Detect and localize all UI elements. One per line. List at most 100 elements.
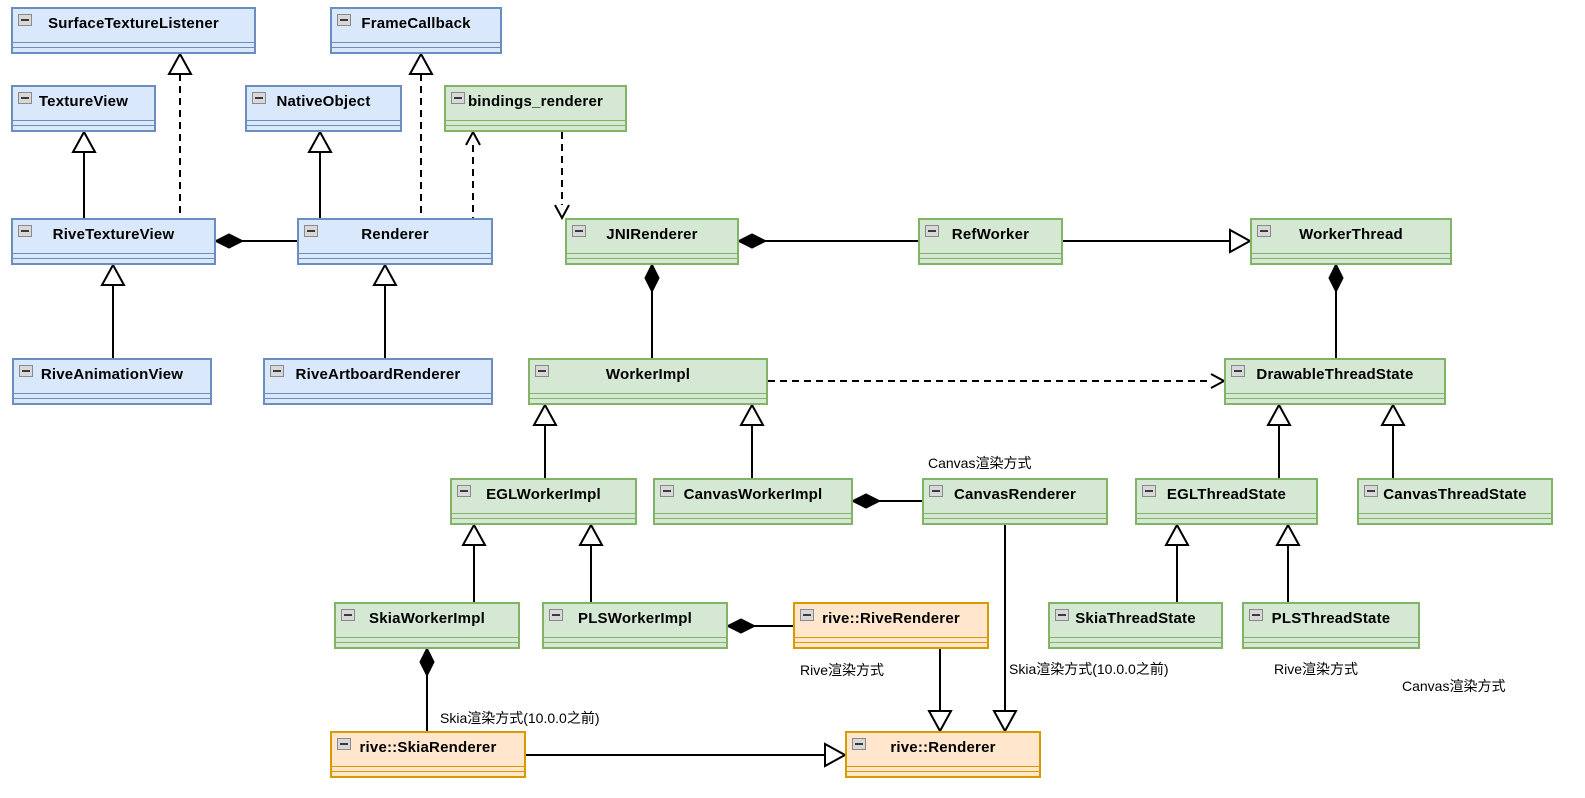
class-node-WorkerThread[interactable]: WorkerThread <box>1250 218 1452 265</box>
collapse-icon[interactable] <box>252 92 266 104</box>
class-name-label: bindings_renderer <box>467 93 604 110</box>
class-node-SkiaWorkerImpl[interactable]: SkiaWorkerImpl <box>334 602 520 649</box>
class-node-CanvasThreadState[interactable]: CanvasThreadState <box>1357 478 1553 525</box>
class-name-label: Renderer <box>361 226 429 243</box>
operations-divider <box>847 771 1039 772</box>
class-node-JNIRenderer[interactable]: JNIRenderer <box>565 218 739 265</box>
class-node-RefWorker[interactable]: RefWorker <box>918 218 1063 265</box>
class-node-NativeObject[interactable]: NativeObject <box>245 85 402 132</box>
class-name-label: CanvasRenderer <box>953 486 1077 503</box>
class-name-label: EGLThreadState <box>1166 486 1287 503</box>
operations-divider <box>332 771 524 772</box>
collapse-icon[interactable] <box>1231 365 1245 377</box>
class-node-EGLWorkerImpl[interactable]: EGLWorkerImpl <box>450 478 637 525</box>
class-name-label: NativeObject <box>276 93 371 110</box>
class-name-label: RiveAnimationView <box>40 366 184 383</box>
collapse-icon[interactable] <box>572 225 586 237</box>
operations-divider <box>452 518 635 519</box>
collapse-icon[interactable] <box>1055 609 1069 621</box>
collapse-icon[interactable] <box>341 609 355 621</box>
note-skia-threadstate: Skia渲染方式(10.0.0之前) <box>1009 661 1169 677</box>
class-node-DrawableThreadState[interactable]: DrawableThreadState <box>1224 358 1446 405</box>
class-name-label: PLSThreadState <box>1271 610 1391 627</box>
collapse-icon[interactable] <box>852 738 866 750</box>
operations-divider <box>1226 398 1444 399</box>
attributes-divider <box>1252 253 1450 254</box>
class-name-label: rive::SkiaRenderer <box>359 739 497 756</box>
attributes-divider <box>1226 393 1444 394</box>
inheritance-arrow-renderercpp-from-canvasrenderer <box>992 710 1018 734</box>
operations-divider <box>336 642 518 643</box>
operations-divider <box>332 47 500 48</box>
class-node-bindings_renderer[interactable]: bindings_renderer <box>444 85 627 132</box>
collapse-icon[interactable] <box>925 225 939 237</box>
collapse-icon[interactable] <box>800 609 814 621</box>
collapse-icon[interactable] <box>18 14 32 26</box>
collapse-icon[interactable] <box>535 365 549 377</box>
collapse-icon[interactable] <box>270 365 284 377</box>
composition-diamond-rivetextureview <box>213 233 245 249</box>
class-name-label: JNIRenderer <box>606 226 698 243</box>
class-name-label: FrameCallback <box>361 15 471 32</box>
operations-divider <box>924 518 1106 519</box>
operations-divider <box>299 258 491 259</box>
class-node-FrameCallback[interactable]: FrameCallback <box>330 7 502 54</box>
attributes-divider <box>544 637 726 638</box>
class-node-WorkerImpl[interactable]: WorkerImpl <box>528 358 768 405</box>
attributes-divider <box>332 42 500 43</box>
class-node-RendererCpp[interactable]: rive::Renderer <box>845 731 1041 778</box>
class-node-CanvasWorkerImpl[interactable]: CanvasWorkerImpl <box>653 478 853 525</box>
operations-divider <box>1050 642 1221 643</box>
class-node-PLSThreadState[interactable]: PLSThreadState <box>1242 602 1420 649</box>
class-node-TextureView[interactable]: TextureView <box>11 85 156 132</box>
collapse-icon[interactable] <box>18 92 32 104</box>
attributes-divider <box>655 513 851 514</box>
operations-divider <box>1359 518 1551 519</box>
inheritance-arrow-renderercpp-from-riverenderer <box>927 710 953 734</box>
attributes-divider <box>847 766 1039 767</box>
collapse-icon[interactable] <box>19 365 33 377</box>
collapse-icon[interactable] <box>451 92 465 104</box>
collapse-icon[interactable] <box>304 225 318 237</box>
class-name-label: CanvasWorkerImpl <box>683 486 823 503</box>
operations-divider <box>530 398 766 399</box>
note-canvas-threadstate: Canvas渲染方式 <box>1402 678 1506 694</box>
class-name-label: rive::Renderer <box>890 739 996 756</box>
attributes-divider <box>567 253 737 254</box>
class-node-RiveAnimationView[interactable]: RiveAnimationView <box>12 358 212 405</box>
collapse-icon[interactable] <box>457 485 471 497</box>
inheritance-arrow-renderer-nativeobject <box>307 129 333 153</box>
attributes-divider <box>920 253 1061 254</box>
class-node-EGLThreadState[interactable]: EGLThreadState <box>1135 478 1318 525</box>
operations-divider <box>544 642 726 643</box>
dependency-arrow-jnirenderer <box>554 204 570 221</box>
class-node-PLSWorkerImpl[interactable]: PLSWorkerImpl <box>542 602 728 649</box>
collapse-icon[interactable] <box>660 485 674 497</box>
collapse-icon[interactable] <box>1142 485 1156 497</box>
class-node-SkiaRendererCpp[interactable]: rive::SkiaRenderer <box>330 731 526 778</box>
class-node-CanvasRenderer[interactable]: CanvasRenderer <box>922 478 1108 525</box>
operations-divider <box>920 258 1061 259</box>
collapse-icon[interactable] <box>549 609 563 621</box>
class-name-label: SkiaWorkerImpl <box>369 610 485 627</box>
collapse-icon[interactable] <box>1364 485 1378 497</box>
class-node-SurfaceTextureListener[interactable]: SurfaceTextureListener <box>11 7 256 54</box>
class-node-Renderer[interactable]: Renderer <box>297 218 493 265</box>
collapse-icon[interactable] <box>1249 609 1263 621</box>
attributes-divider <box>13 120 154 121</box>
realization-arrow-framecallback <box>408 51 434 75</box>
collapse-icon[interactable] <box>337 738 351 750</box>
class-node-RiveArtboardRenderer[interactable]: RiveArtboardRenderer <box>263 358 493 405</box>
collapse-icon[interactable] <box>18 225 32 237</box>
attributes-divider <box>14 393 210 394</box>
inheritance-arrow-eglworkerimpl-workerimpl <box>532 402 558 426</box>
class-node-SkiaThreadState[interactable]: SkiaThreadState <box>1048 602 1223 649</box>
collapse-icon[interactable] <box>929 485 943 497</box>
collapse-icon[interactable] <box>337 14 351 26</box>
class-node-RiveTextureView[interactable]: RiveTextureView <box>11 218 216 265</box>
class-node-RiveRendererCpp[interactable]: rive::RiveRenderer <box>793 602 989 649</box>
collapse-icon[interactable] <box>1257 225 1271 237</box>
attributes-divider <box>13 42 254 43</box>
